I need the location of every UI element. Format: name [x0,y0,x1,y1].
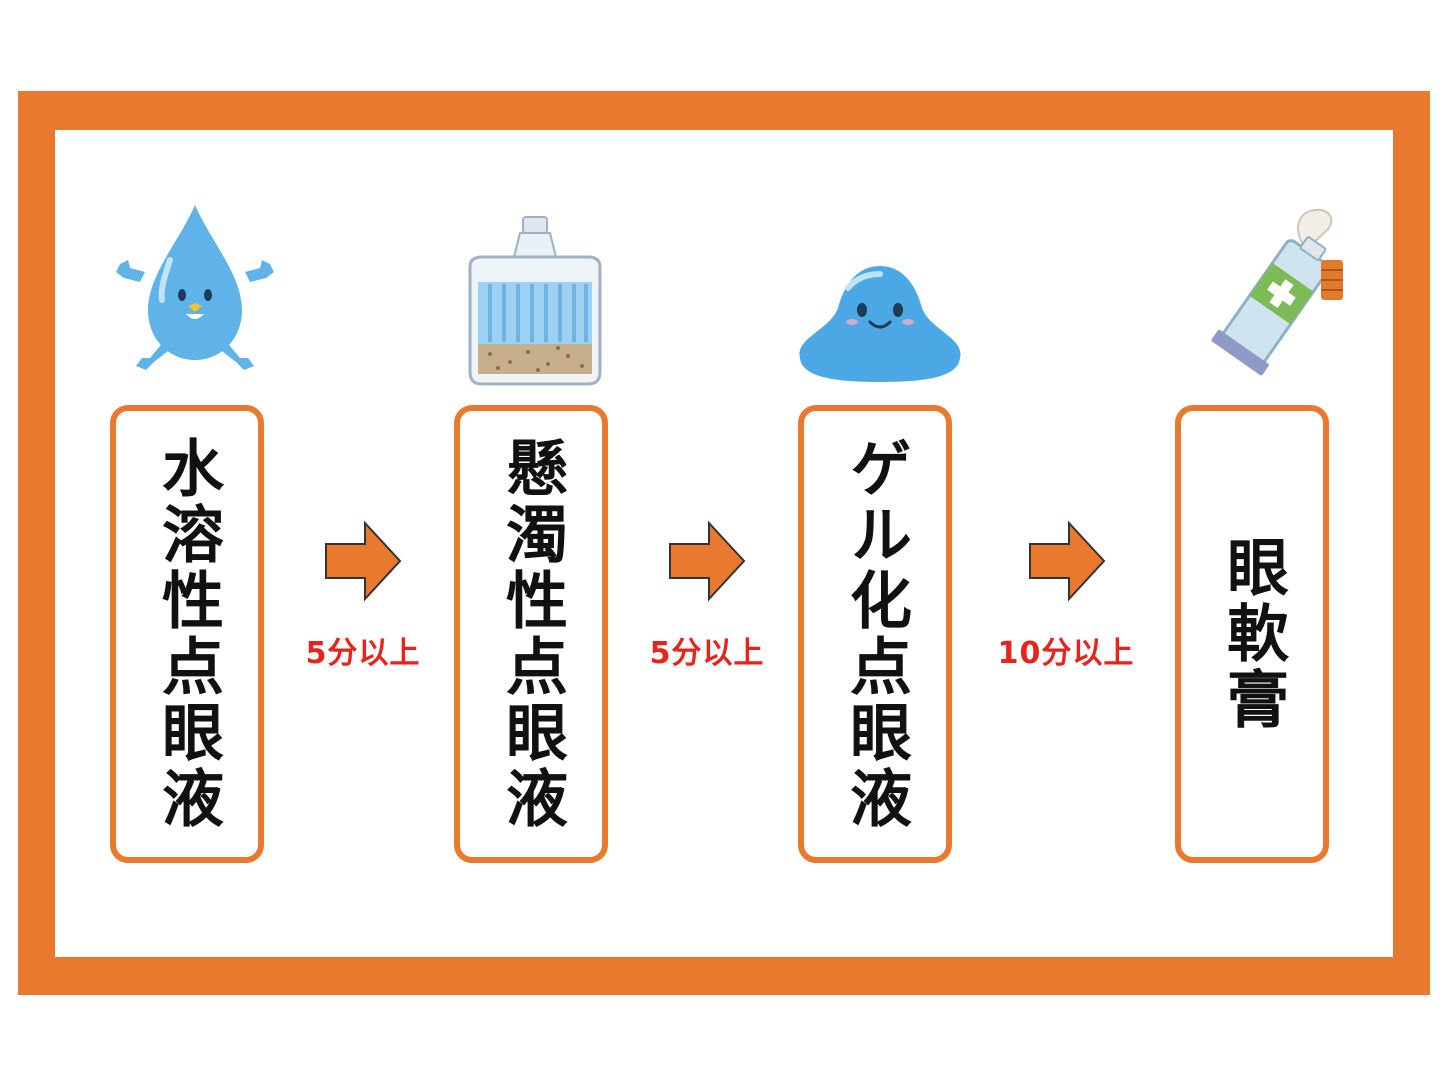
suspension-bottle-icon [468,216,602,386]
step-box-gel: ゲル化点眼液 [798,405,952,863]
step-box-water-soluble: 水溶性点眼液 [110,405,264,863]
interval-label: 5分以上 [649,636,765,671]
step-box-suspension: 懸濁性点眼液 [454,405,608,863]
interval-label: 5分以上 [305,636,421,671]
arrow-right-icon [1029,520,1106,602]
interval-label: 10分以上 [997,636,1135,671]
step-label: ゲル化点眼液 [839,436,912,832]
step-label: 眼軟膏 [1216,535,1289,733]
arrow-right-icon [325,520,402,602]
ointment-tube-icon [1211,208,1343,376]
arrow-right-icon [669,520,746,602]
step-label: 懸濁性点眼液 [495,436,568,832]
step-box-ointment: 眼軟膏 [1175,405,1329,863]
step-label: 水溶性点眼液 [151,436,224,832]
water-drop-character-icon [116,205,274,370]
gel-slime-icon [799,266,961,382]
